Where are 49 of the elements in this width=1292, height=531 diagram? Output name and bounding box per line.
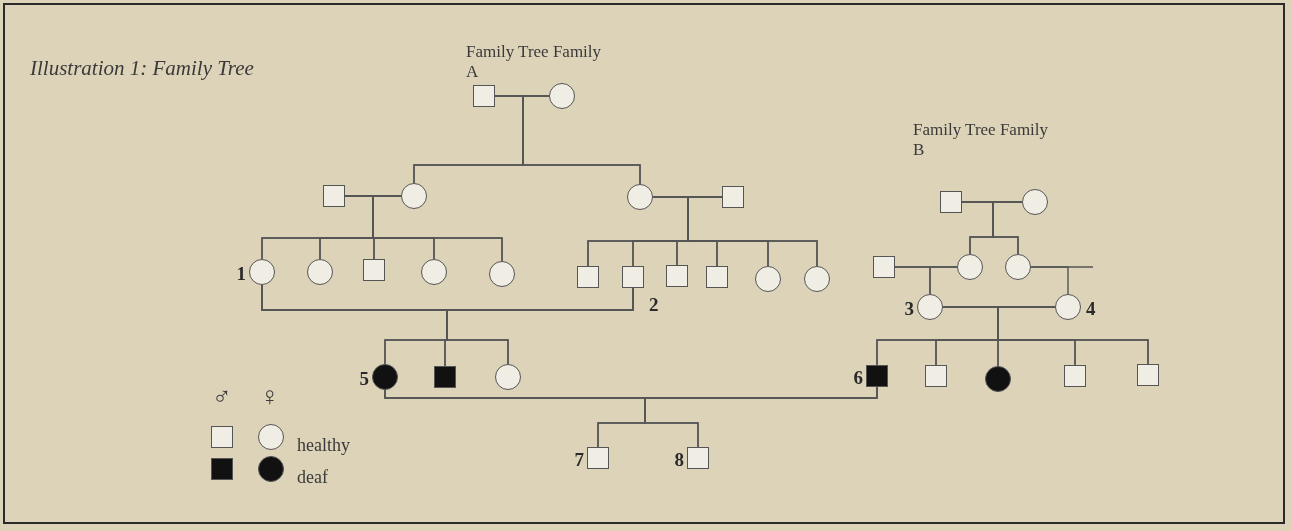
descent-line	[929, 266, 958, 295]
female-symbol	[957, 254, 983, 280]
female-symbol	[627, 184, 653, 210]
male-symbol	[1137, 364, 1159, 386]
female-symbol	[985, 366, 1011, 392]
male-symbol	[940, 191, 962, 213]
female-symbol	[549, 83, 575, 109]
male-symbol	[577, 266, 599, 288]
female-symbol	[307, 259, 333, 285]
male-symbol	[925, 365, 947, 387]
male-symbol	[706, 266, 728, 288]
person-number: 8	[674, 450, 684, 469]
female-symbol	[1005, 254, 1031, 280]
descent-line	[644, 386, 878, 448]
sex-symbol: ♀	[260, 382, 281, 412]
legend-label: healthy	[297, 435, 350, 456]
male-symbol	[722, 186, 744, 208]
illustration-title: Illustration 1: Family Tree	[30, 56, 254, 81]
descent-line	[687, 196, 818, 267]
male-symbol	[323, 185, 345, 207]
family-heading: Family Tree Family B	[913, 120, 1050, 160]
male-symbol	[363, 259, 385, 281]
person-number: 6	[853, 368, 863, 387]
male-symbol	[873, 256, 895, 278]
descent-line	[522, 95, 641, 185]
female-symbol	[401, 183, 427, 209]
female-symbol	[804, 266, 830, 292]
person-number: 7	[574, 450, 584, 469]
person-number: 2	[649, 295, 659, 314]
female-symbol	[755, 266, 781, 292]
male-symbol	[473, 85, 495, 107]
female-symbol	[495, 364, 521, 390]
person-number: 1	[236, 264, 246, 283]
male-symbol	[1064, 365, 1086, 387]
male-symbol	[666, 265, 688, 287]
person-number: 4	[1086, 299, 1096, 318]
male-symbol	[434, 366, 456, 388]
descent-line	[372, 195, 503, 262]
sex-symbol: ♂	[212, 382, 233, 412]
descent-line	[997, 306, 1149, 365]
person-number: 3	[904, 299, 914, 318]
person-number: 5	[359, 369, 369, 388]
descent-line	[992, 201, 1023, 255]
legend-label: deaf	[297, 467, 328, 488]
female-symbol	[489, 261, 515, 287]
descent-line	[1030, 266, 1069, 295]
family-heading: Family Tree Family A	[466, 42, 603, 82]
female-symbol	[421, 259, 447, 285]
female-symbol	[1022, 189, 1048, 215]
